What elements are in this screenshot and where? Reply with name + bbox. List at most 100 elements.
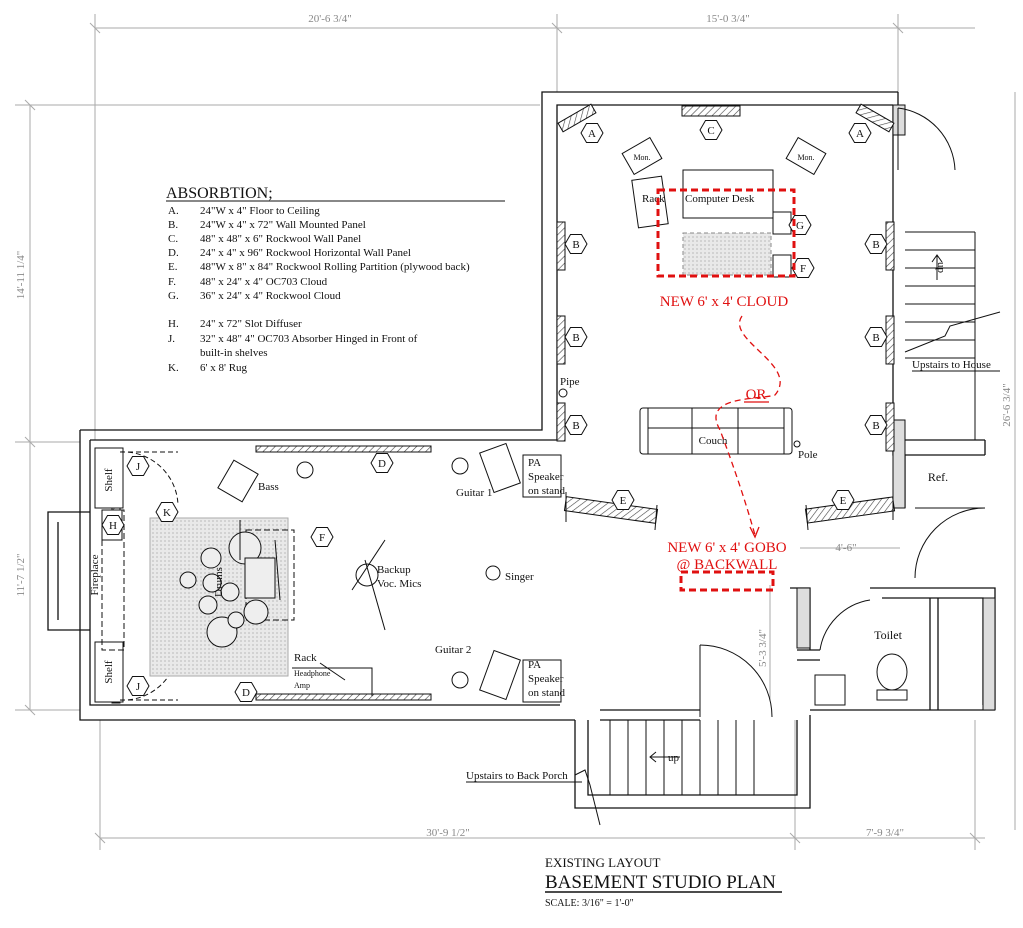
- dim-bottom-left: 30'-9 1/2": [426, 827, 469, 839]
- monitor-left: [621, 136, 663, 176]
- singer-label: Singer: [505, 571, 534, 583]
- tag-label: B: [572, 239, 579, 251]
- legend-text: 6' x 8' Rug: [200, 362, 248, 374]
- or-annotation: OR: [746, 387, 767, 403]
- panel-d-bottom: [255, 693, 432, 701]
- tag-hexagon: [101, 515, 125, 535]
- panel-b-right-1: [885, 221, 895, 271]
- tag-hexagon: [831, 490, 855, 510]
- tag-hexagon: [564, 234, 588, 254]
- title-main: BASEMENT STUDIO PLAN: [545, 872, 776, 893]
- gobo-annotation-1: NEW 6' x 4' GOBO: [667, 540, 786, 556]
- tag-hexagon: [848, 123, 872, 143]
- panel-e-left: [563, 496, 659, 524]
- drums-label: Drums: [213, 567, 225, 597]
- rack-label-main: Rack: [294, 652, 317, 664]
- panel-b-left-3: [556, 402, 566, 442]
- legend-key: A.: [168, 205, 179, 217]
- panel-d-top: [255, 445, 432, 453]
- toilet: [814, 653, 908, 706]
- computer-desk-label: Computer Desk: [685, 193, 755, 205]
- monitors: [621, 136, 827, 176]
- toilet-label: Toilet: [874, 628, 902, 642]
- upstairs-house-label: Upstairs to House: [912, 359, 991, 371]
- legend-text: 32" x 48" 4" OC703 Absorber Hinged in Fr…: [200, 333, 418, 345]
- tag-hexagon: [234, 682, 258, 702]
- tag-hexagon: [370, 453, 394, 473]
- tag-hexagon: [699, 120, 723, 140]
- tag-hexagon: [310, 527, 334, 547]
- legend-text: 36" x 24" x 4" Rockwool Cloud: [200, 290, 341, 302]
- stairs-porch: [574, 720, 755, 826]
- tag-label: D: [242, 687, 250, 699]
- backup-label-1: Backup: [377, 564, 411, 576]
- legend-key: C.: [168, 233, 178, 245]
- tag-hexagon: [580, 123, 604, 143]
- bass-label: Bass: [258, 481, 279, 493]
- tag-label: J: [136, 461, 141, 473]
- legend-text: 48"W x 8" x 84" Rockwool Rolling Partiti…: [200, 261, 470, 273]
- dim-small-vertical: 5'-3 3/4": [757, 629, 769, 667]
- control-room: [558, 169, 801, 455]
- stairs-house: [904, 231, 1001, 440]
- ref-label: Ref.: [928, 470, 948, 484]
- dim-left-upper: 14'-11 1/4": [15, 251, 27, 300]
- shelf-bottom-label: Shelf: [103, 660, 115, 684]
- panel-b-left-2: [556, 315, 566, 365]
- fireplace-label: Fireplace: [89, 554, 101, 595]
- dim-left-lower: 11'-7 1/2": [15, 553, 27, 596]
- dimension-lines: [15, 14, 1016, 850]
- tag-label: F: [800, 263, 806, 275]
- monitor-right: [785, 136, 827, 176]
- tag-hexagon: [126, 676, 150, 696]
- legend-key: H.: [168, 318, 179, 330]
- panel-b-right-2: [885, 315, 895, 365]
- dim-top-left: 20'-6 3/4": [308, 13, 351, 25]
- title-scale: SCALE: 3/16" = 1'-0": [545, 898, 634, 909]
- tag-label: B: [572, 420, 579, 432]
- panel-c: [681, 105, 741, 117]
- upstairs-porch-label: Upstairs to Back Porch: [466, 770, 568, 782]
- legend-key: B.: [168, 219, 178, 231]
- mon-right-label: Mon.: [797, 153, 814, 162]
- tag-label: B: [872, 332, 879, 344]
- legend-key: F.: [168, 276, 176, 288]
- rack-label-control: Rack: [642, 193, 665, 205]
- mon-left-label: Mon.: [633, 153, 650, 162]
- couch-label: Couch: [699, 435, 728, 447]
- tag-label: H: [109, 520, 117, 532]
- legend-text: 24"W x 4" x 72" Wall Mounted Panel: [200, 219, 366, 231]
- pa2-line3: on stand: [528, 687, 565, 699]
- tag-label: C: [707, 125, 714, 137]
- legend-key: K.: [168, 362, 179, 374]
- tag-label: B: [872, 239, 879, 251]
- tag-label: E: [620, 495, 627, 507]
- guitar1-label: Guitar 1: [456, 487, 492, 499]
- pole-label: Pole: [798, 449, 818, 461]
- dim-top-right: 15'-0 3/4": [706, 13, 749, 25]
- pa1-line3: on stand: [528, 485, 565, 497]
- panel-e-frames: [565, 490, 894, 531]
- tag-label: A: [588, 128, 596, 140]
- tag-label: B: [572, 332, 579, 344]
- red-annotations: [656, 188, 796, 592]
- pipe-label: Pipe: [560, 376, 580, 388]
- tag-hexagon: [564, 415, 588, 435]
- panel-a-left: [557, 103, 597, 133]
- legend-text: 24"W x 4" Floor to Ceiling: [200, 205, 320, 217]
- panel-b-right-3: [885, 402, 895, 452]
- tag-label: J: [136, 681, 141, 693]
- tag-hexagon: [791, 258, 815, 278]
- gobo-annotation-2: @ BACKWALL: [677, 557, 778, 573]
- backup-label-2: Voc. Mics: [377, 578, 421, 590]
- legend-key: G.: [168, 290, 179, 302]
- tag-hexagon: [155, 502, 179, 522]
- panel-a-right: [855, 103, 895, 133]
- title-subtitle: EXISTING LAYOUT: [545, 855, 660, 870]
- new-cloud-outline: [656, 188, 796, 278]
- legend-text: 48" x 24" x 4" OC703 Cloud: [200, 276, 328, 288]
- tag-label: B: [872, 420, 879, 432]
- thick-walls: [796, 104, 996, 711]
- doors: [699, 107, 986, 718]
